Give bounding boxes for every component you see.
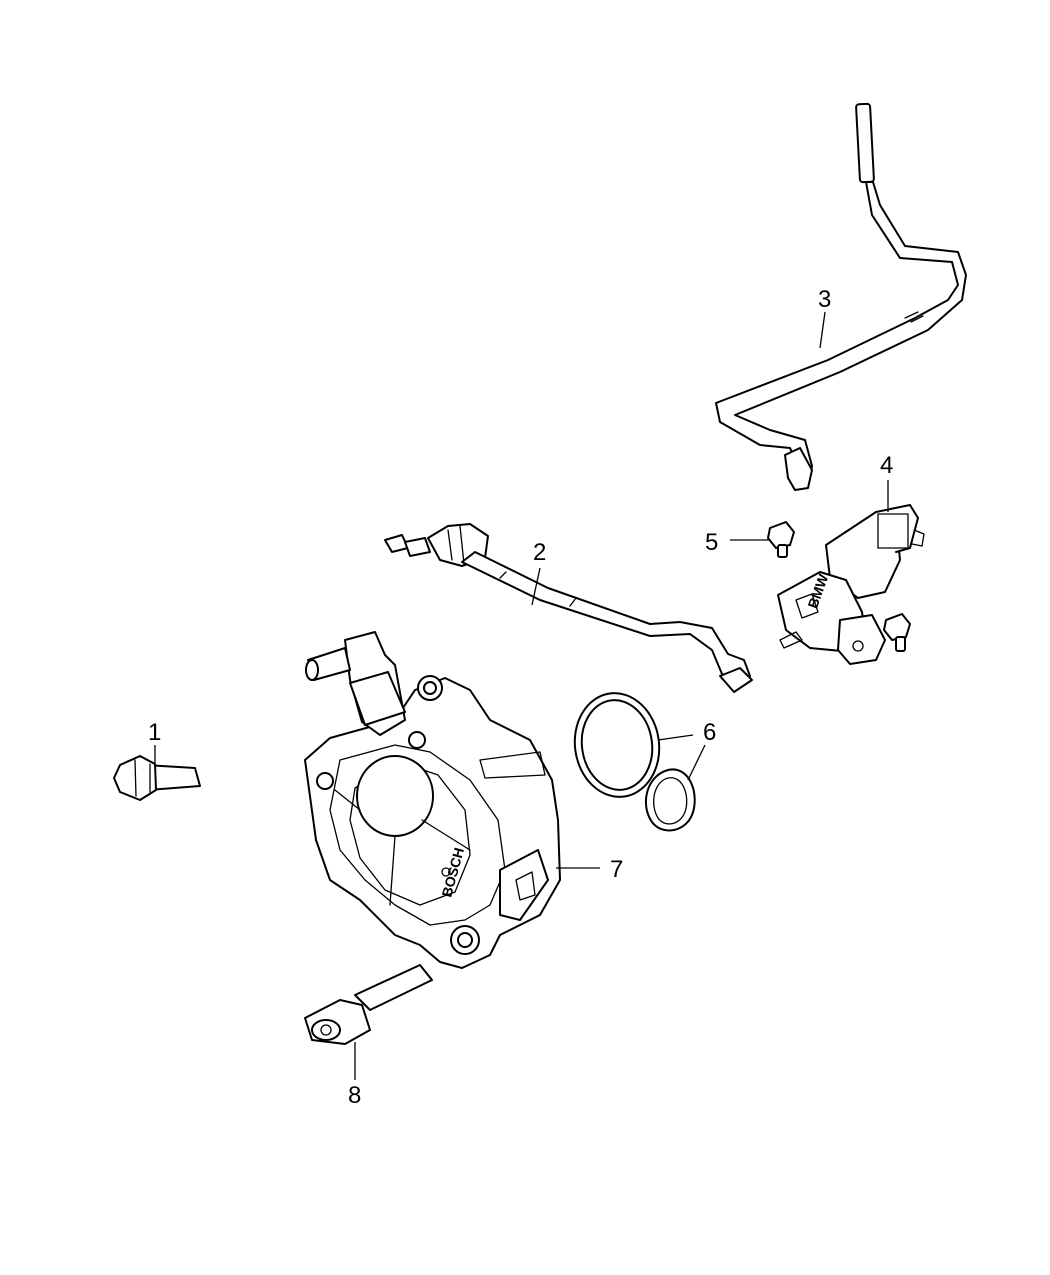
part-6-o-ring-large[interactable] [568, 688, 666, 803]
part-7-vacuum-pump[interactable]: BOSCH [304, 631, 561, 969]
callout-5: 5 [705, 529, 718, 556]
callout-7: 7 [610, 856, 623, 883]
part-3-vacuum-hose[interactable] [715, 102, 967, 491]
callout-3: 3 [818, 286, 831, 313]
part-8-pin[interactable] [304, 964, 433, 1045]
callout-2: 2 [533, 539, 546, 566]
part-5-bolt-2[interactable] [883, 613, 911, 652]
leader-lines [154, 311, 889, 1080]
part-2-vacuum-hose[interactable] [384, 523, 753, 693]
part-4-solenoid-valve[interactable]: BMW [777, 504, 925, 665]
callout-6: 6 [703, 719, 716, 746]
callout-1: 1 [148, 719, 161, 746]
part-6-o-ring-small[interactable] [644, 768, 696, 832]
part-5-bolt[interactable] [767, 521, 795, 558]
callout-8: 8 [348, 1082, 361, 1109]
part-1-bolt[interactable] [113, 755, 201, 801]
callout-4: 4 [880, 452, 893, 479]
